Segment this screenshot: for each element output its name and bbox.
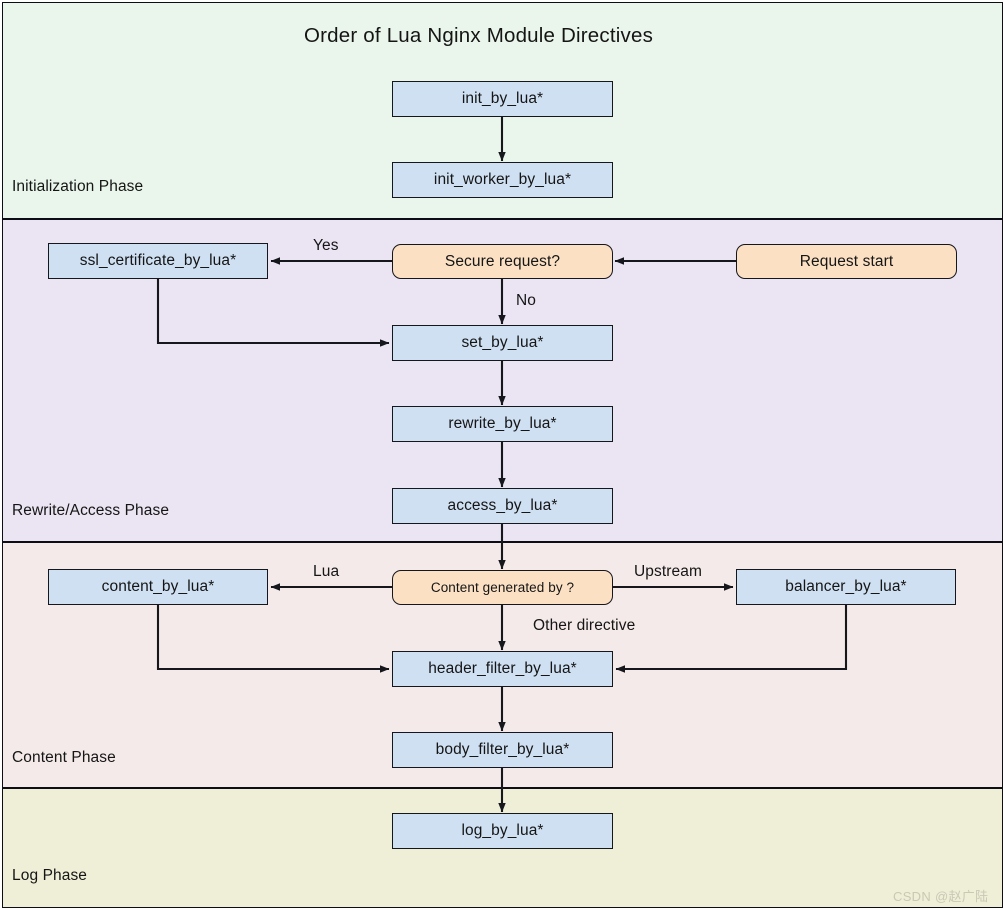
edge-balancer-to-headerfilter — [615, 605, 848, 673]
edge-label-yes: Yes — [313, 237, 339, 254]
phase-label-rewrite-access: Rewrite/Access Phase — [12, 502, 170, 519]
node-content-generated-by[interactable]: Content generated by ? — [392, 570, 613, 605]
phase-label-content: Content Phase — [12, 749, 116, 766]
phase-label-initialization: Initialization Phase — [12, 178, 144, 195]
node-init-worker-by-lua[interactable]: init_worker_by_lua* — [392, 162, 613, 198]
edge-ssl-to-set — [156, 279, 390, 347]
node-log-by-lua[interactable]: log_by_lua* — [392, 813, 613, 849]
node-content-by-lua[interactable]: content_by_lua* — [48, 569, 268, 605]
node-request-start[interactable]: Request start — [736, 244, 957, 279]
node-access-by-lua[interactable]: access_by_lua* — [392, 488, 613, 524]
node-ssl-certificate-by-lua[interactable]: ssl_certificate_by_lua* — [48, 243, 268, 279]
node-set-by-lua[interactable]: set_by_lua* — [392, 325, 613, 361]
edge-label-other-directive: Other directive — [533, 617, 636, 634]
edge-label-no: No — [516, 292, 537, 309]
watermark: CSDN @赵广陆 — [893, 889, 989, 904]
node-secure-request[interactable]: Secure request? — [392, 244, 613, 279]
page-title: Order of Lua Nginx Module Directives — [304, 24, 654, 47]
node-balancer-by-lua[interactable]: balancer_by_lua* — [736, 569, 956, 605]
node-rewrite-by-lua[interactable]: rewrite_by_lua* — [392, 406, 613, 442]
edge-label-lua: Lua — [313, 563, 340, 580]
phase-label-log: Log Phase — [12, 867, 88, 884]
node-body-filter-by-lua[interactable]: body_filter_by_lua* — [392, 732, 613, 768]
node-header-filter-by-lua[interactable]: header_filter_by_lua* — [392, 651, 613, 687]
node-init-by-lua[interactable]: init_by_lua* — [392, 81, 613, 117]
edge-contentlua-to-headerfilter — [156, 605, 390, 673]
edge-label-upstream: Upstream — [634, 563, 702, 580]
